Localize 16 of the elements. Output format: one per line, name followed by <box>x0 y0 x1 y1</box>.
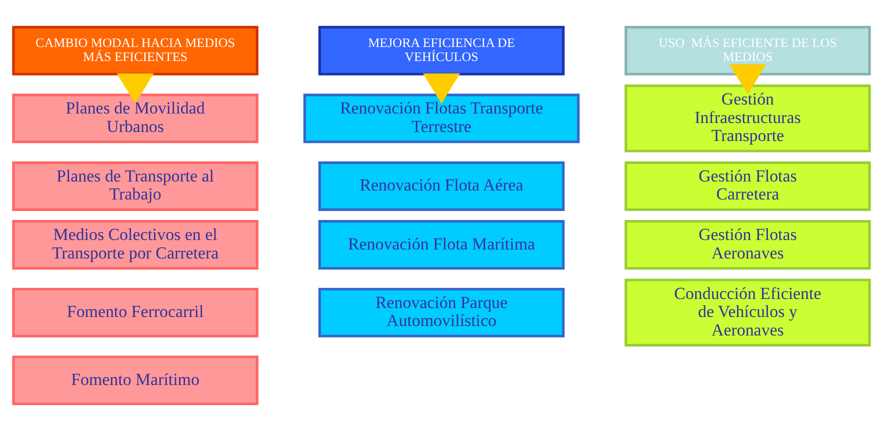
node-box: Medios Colectivos en el Transporte por Carretera <box>12 220 258 270</box>
node-box: Planes de Transporte al Trabajo <box>12 160 258 210</box>
node-box: CAMBIO MODAL HACIA MEDIOS MÁS EFICIENTES <box>12 25 258 75</box>
node-box: Planes de Movilidad Urbanos <box>12 93 258 143</box>
node-box: Fomento Marítimo <box>12 355 258 405</box>
node-box: Renovación Flota Aérea <box>318 160 565 210</box>
arrow <box>729 64 766 94</box>
node-box: Renovación Flota Marítima <box>318 220 565 270</box>
node-box: Gestión Infraestructuras Transporte <box>624 84 871 152</box>
node-box: MEJORA EFICIENCIA DE VEHÍCULOS <box>318 25 565 75</box>
node-box: Gestión Flotas Carretera <box>624 160 871 210</box>
node-box: Fomento Ferrocarril <box>12 287 258 337</box>
node-box: Renovación Parque Automovilístico <box>318 287 565 337</box>
node-box: Gestión Flotas Aeronaves <box>624 220 871 270</box>
node-box: Renovación Flotas Transporte Terrestre <box>303 93 580 143</box>
node-box: Conducción Eficiente de Vehículos y Aeronaves <box>624 278 871 346</box>
